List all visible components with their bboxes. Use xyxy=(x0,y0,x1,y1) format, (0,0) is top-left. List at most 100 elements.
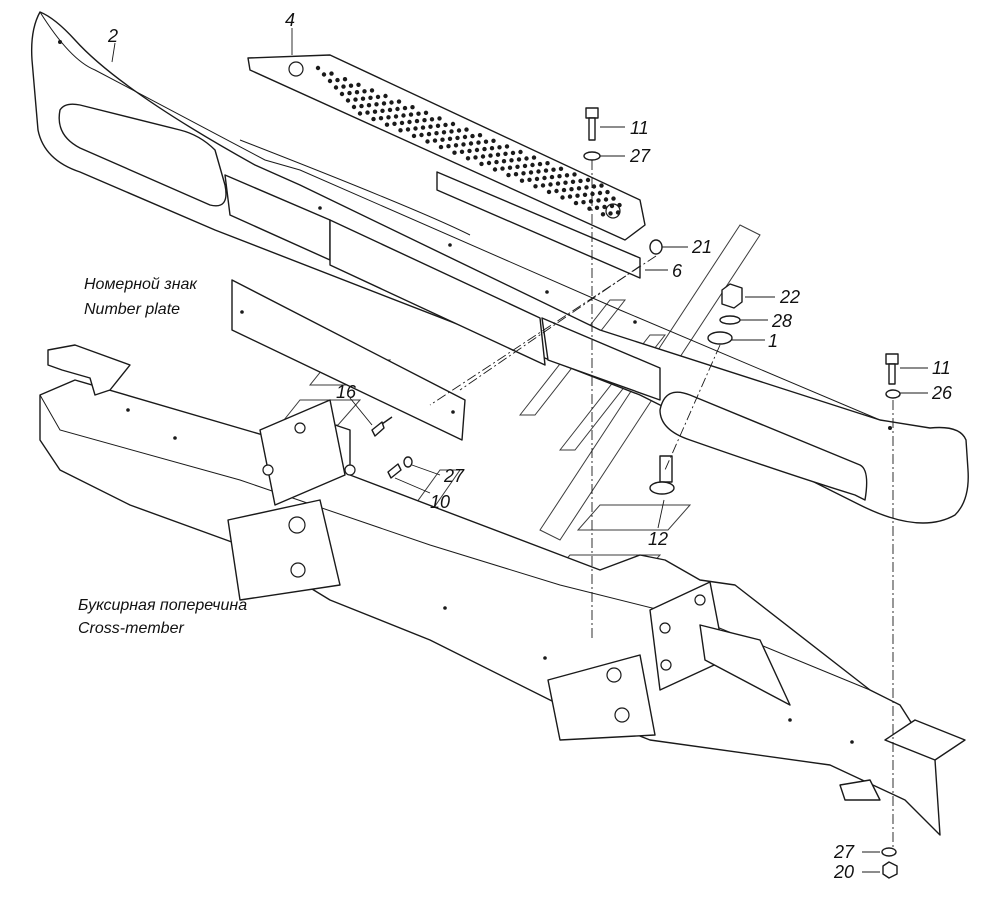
grille-hole xyxy=(549,174,555,180)
bolt-10 xyxy=(387,463,402,479)
callout-6: 6 xyxy=(672,261,683,281)
grille-hole xyxy=(476,140,481,145)
grille-hole xyxy=(503,151,508,156)
grille-hole xyxy=(491,138,496,143)
grille-hole xyxy=(381,101,387,106)
grille-hole xyxy=(546,189,552,195)
grille-hole xyxy=(578,178,583,184)
grille-hole xyxy=(590,191,595,197)
grille-hole xyxy=(495,152,501,157)
grille-hole xyxy=(408,112,414,117)
grille-hole xyxy=(452,150,457,155)
grille-hole xyxy=(537,161,543,167)
grille-hole xyxy=(605,189,610,195)
grille-hole xyxy=(599,183,604,188)
grille-hole xyxy=(429,117,435,122)
grille-hole xyxy=(474,147,480,153)
grille-hole xyxy=(572,172,577,177)
grille-hole xyxy=(366,103,372,108)
grille-hole xyxy=(341,84,346,89)
grille-hole xyxy=(540,183,546,188)
grille-hole xyxy=(602,204,607,210)
bolt-11-right xyxy=(885,353,899,385)
grille-hole xyxy=(545,161,550,166)
grille-hole xyxy=(342,77,348,82)
grille-hole xyxy=(480,154,486,159)
grille-hole xyxy=(548,182,553,187)
callout-16: 16 xyxy=(336,382,357,402)
bolt-12 xyxy=(649,455,675,495)
callouts: 2 4 11 27 21 6 22 28 1 11 26 16 27 10 12… xyxy=(107,10,953,882)
callout-28: 28 xyxy=(771,311,792,331)
grille-part-4 xyxy=(247,54,646,241)
grille-hole xyxy=(575,193,580,198)
grille-hole xyxy=(378,116,384,121)
grille-hole xyxy=(573,200,579,206)
callout-27-mid: 27 xyxy=(443,466,465,486)
grille-hole xyxy=(600,212,606,217)
grille-hole xyxy=(410,105,415,110)
grille-hole xyxy=(365,110,370,115)
callout-12: 12 xyxy=(648,529,668,549)
nut-20 xyxy=(882,861,898,879)
grille-hole xyxy=(506,172,511,178)
grille-hole xyxy=(561,187,567,193)
grille-hole xyxy=(327,78,333,84)
callout-4: 4 xyxy=(285,10,295,30)
callout-1: 1 xyxy=(768,331,778,351)
callout-11-top: 11 xyxy=(630,118,649,138)
grille-hole xyxy=(428,124,433,129)
grille-hole xyxy=(473,155,478,160)
grille-hole xyxy=(501,159,507,164)
grille-hole xyxy=(401,113,406,118)
grille-hole xyxy=(389,100,394,105)
grille-hole xyxy=(551,167,556,172)
grille-hole xyxy=(482,146,487,152)
grille-hole xyxy=(557,174,562,179)
callout-27-bottom: 27 xyxy=(833,842,855,862)
grille-hole xyxy=(516,157,522,162)
grille-hole xyxy=(420,125,426,130)
grille-hole xyxy=(359,103,364,109)
grille-hole xyxy=(372,109,378,114)
spacer-1 xyxy=(707,331,733,345)
grille-hole xyxy=(584,185,589,190)
grille-hole xyxy=(345,98,351,103)
grille-hole xyxy=(597,190,603,196)
grille-hole xyxy=(582,192,588,197)
grille-hole xyxy=(440,137,445,142)
grille-hole xyxy=(380,108,385,114)
grille-hole xyxy=(456,128,462,133)
grille-hole xyxy=(530,162,535,168)
grille-hole xyxy=(384,122,390,127)
grille-hole xyxy=(591,184,597,189)
callout-10: 10 xyxy=(430,492,450,512)
grille-hole xyxy=(419,132,424,138)
grille-hole xyxy=(603,197,609,202)
caption-number-plate-ru: Номерной знак xyxy=(84,276,198,293)
grille-hole xyxy=(369,88,375,93)
grille-hole xyxy=(398,128,403,133)
nut-22 xyxy=(721,283,743,309)
grille-hole xyxy=(353,97,358,102)
grille-hole xyxy=(615,210,621,215)
grille-hole xyxy=(465,156,471,161)
grille-hole xyxy=(554,188,559,194)
washer-27-bottom xyxy=(881,847,897,857)
grille-hole xyxy=(329,71,334,76)
grille-hole xyxy=(374,102,379,107)
grille-hole xyxy=(581,200,586,205)
grille-hole xyxy=(362,89,367,94)
grille-hole xyxy=(368,95,373,101)
grille-hole xyxy=(426,131,432,137)
grille-hole xyxy=(488,153,493,158)
grille-hole xyxy=(558,166,564,171)
grille-hole xyxy=(560,195,565,200)
grille-hole xyxy=(407,119,412,125)
bracket-part-6 xyxy=(436,171,641,279)
callout-21: 21 xyxy=(691,237,712,257)
grille-hole xyxy=(587,206,592,211)
bolt-11-top xyxy=(585,107,599,141)
grille-hole xyxy=(437,116,442,121)
